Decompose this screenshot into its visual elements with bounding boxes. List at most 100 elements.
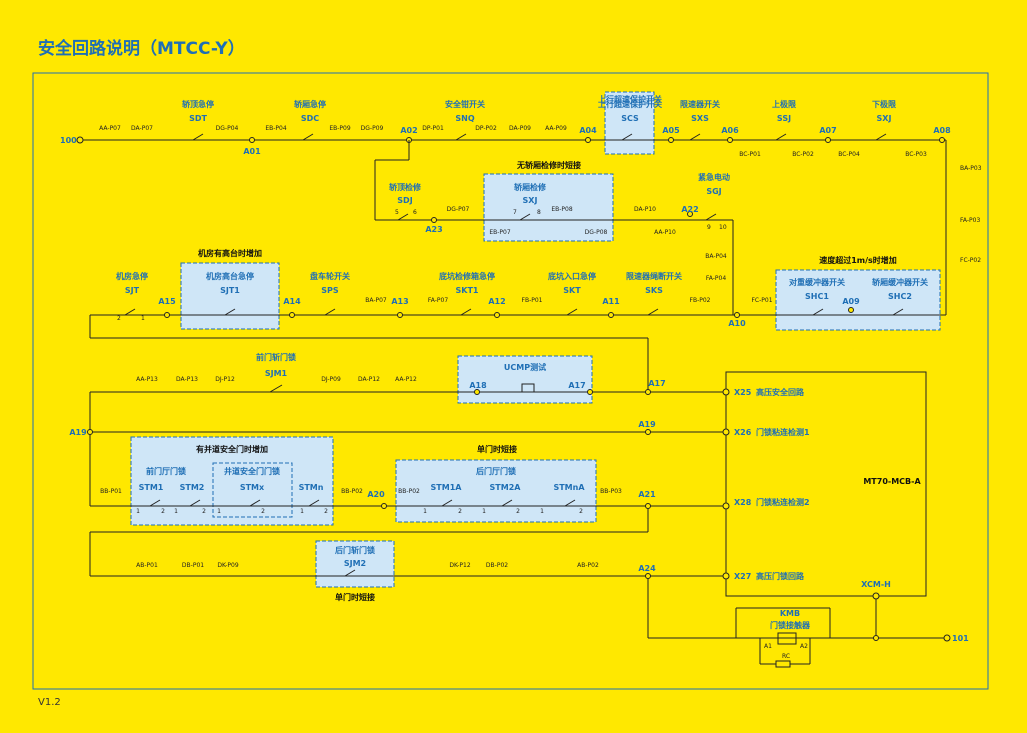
door-pin-2: 2 [579,508,583,515]
door-pin-1: 1 [174,508,178,515]
row1-switch-code: SXJ [877,114,892,123]
board-pin: X27 [734,572,751,581]
node-a05 [668,137,674,143]
row3-switch-code: SHC1 [805,292,829,301]
row3-node-label: A14 [283,297,301,306]
door-pin-1: 1 [482,508,486,515]
row5-box2-title: 单门时短接 [477,444,517,454]
row1-node-label: A07 [819,126,836,135]
node-a19-label: A19 [69,428,87,437]
sxj-code: SXJ [523,196,538,205]
sdj-pin: 6 [413,209,417,216]
node-a23-label: A23 [425,225,442,234]
node-a20-label: A20 [367,490,385,499]
row2-wire-tag: AA-P10 [654,229,676,236]
row3-switch-code: SJT [125,286,140,295]
row1-wire-tag: BC-P02 [792,151,814,158]
sgj-name: 紧急电动 [698,172,730,182]
terminal-101 [943,634,951,642]
skt-contact [566,308,578,316]
row4-wire-tag: AA-P13 [136,376,158,383]
terminal-101-label: 101 [952,634,969,643]
ucmp-title: UCMP测试 [504,362,546,372]
row1-switch-code: SSJ [777,114,791,123]
row1-wire-tag: BC-P04 [838,151,860,158]
shaft-door-name: 井道安全门门锁 [224,466,280,476]
pin-x28 [722,502,730,510]
scs-box [604,91,655,155]
node-a06 [727,137,733,143]
row5-wiring [89,499,726,576]
row3-wire-tag: FB-P02 [690,297,711,304]
node-a20 [381,503,387,509]
sxj-contact [875,133,887,141]
node-a19b [645,429,651,435]
row6-caption: 单门时短接 [335,592,375,602]
row1-switch-code: SNQ [455,114,474,123]
row4-wire-tag: DA-P12 [358,376,380,383]
node-a21-label: A21 [638,490,656,499]
node-a19 [87,429,93,435]
door-pin-2: 2 [324,508,328,515]
row3-switch-name: 机房高台急停 [206,271,254,281]
door-pin-1: 1 [423,508,427,515]
rear-door-box [395,459,597,523]
row1-node-label: A06 [721,126,739,135]
board-pin-label: 高压安全回路 [756,387,805,397]
sgj-pin: 9 [707,224,711,231]
node-a21 [645,503,651,509]
row3-box1-title: 机房有高台时增加 [198,248,262,258]
sjm2-code: SJM2 [344,559,366,568]
sxj-pin: 7 [513,209,517,216]
sxj-name: 轿厢检修 [514,182,547,192]
row1-wire-tag: DG-P04 [216,125,239,132]
row4-wire-tag: DJ-P09 [321,376,341,383]
row1-switch-name: 安全钳开关 [445,99,485,109]
row1-wire-tag: BC-P03 [905,151,927,158]
row3-box2-title: 速度超过1m/s时增加 [819,255,897,265]
row1-node-label: A01 [243,147,261,156]
stm2-contact [189,499,201,507]
node-a10 [734,312,740,318]
door-pin-1: 1 [300,508,304,515]
row1-switch-code: SDC [301,114,319,123]
sjt1-contact [224,308,236,316]
sxj-pin: 8 [537,209,541,216]
row5-wire-tag: BB-P02 [398,488,420,495]
row3-switch-code: SKT1 [456,286,479,295]
row1-switch-code: SXS [691,114,709,123]
row1-wire-tag: BC-P01 [739,151,761,158]
row3-node-label: A09 [842,297,860,306]
row3-node-label: A13 [391,297,408,306]
board-pin: X26 [734,428,752,437]
stmx-inner-box [212,462,293,518]
node-a01 [249,137,255,143]
row5-wire-tag: BB-P03 [600,488,622,495]
row1-wire-tag: AA-P07 [99,125,121,132]
row1-wire-tag: DP-P02 [475,125,497,132]
scs-contact [621,133,633,141]
terminal-100-label: 100 [60,136,77,145]
stmna-contact [564,499,576,507]
node-a08 [939,137,945,143]
row6-wire-tag: AB-P01 [136,562,158,569]
terminal-100 [76,136,84,144]
stm1-code: STM1 [139,483,164,492]
row1-wire-tag: EB-P09 [329,125,351,132]
sps-contact [324,308,336,316]
board-pin-label: 门锁粘连检测1 [756,427,810,437]
row1-switch-name: 上行超速保护开关 [598,99,662,109]
board-pin: X25 [734,388,752,397]
row2-wire-tag: FA-P04 [706,275,726,282]
node-a22 [687,211,693,217]
row3-switch-name: 对重缓冲器开关 [789,277,845,287]
sjm1-code: SJM1 [265,369,288,378]
row3-wiring [89,307,946,392]
row4-wire-tag: AA-P12 [395,376,417,383]
kmb-a1: A1 [764,643,772,650]
door-pin-1: 1 [217,508,221,515]
door-pin-1: 1 [136,508,140,515]
version-label: V1.2 [38,697,61,708]
row1-node-label: A05 [662,126,680,135]
pin-x25 [722,388,730,396]
